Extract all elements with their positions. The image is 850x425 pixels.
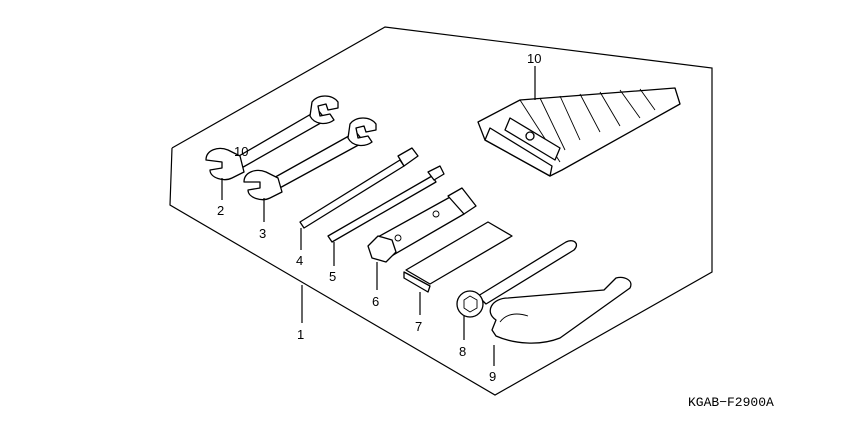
box-spanner-icon — [367, 187, 477, 263]
part-number: 10 — [527, 51, 541, 66]
part-number: 7 — [415, 319, 422, 334]
part-number: 4 — [296, 253, 303, 268]
diagram-code: KGAB−F2900A — [688, 395, 774, 410]
part-number: 8 — [459, 344, 466, 359]
leader-lines — [221, 66, 536, 366]
pin-spanner-icon — [456, 240, 578, 318]
part-number: 6 — [372, 294, 379, 309]
handle-bar-icon — [403, 221, 513, 293]
part-number: 9 — [489, 369, 496, 384]
part-number: 1 — [297, 327, 304, 342]
screwdriver-icon — [327, 165, 445, 243]
tool-bag-icon — [477, 87, 681, 177]
part-number: 3 — [259, 226, 266, 241]
open-end-wrench-icon — [243, 117, 377, 201]
part-number: 5 — [329, 269, 336, 284]
hook-spanner-icon — [489, 276, 632, 344]
screwdriver-icon — [299, 147, 419, 229]
open-end-wrench-icon: 10 — [205, 95, 339, 181]
svg-text:10: 10 — [234, 144, 248, 159]
kit-outline — [169, 26, 713, 396]
part-numbers: 1 2 3 4 5 6 7 8 9 10 — [217, 51, 541, 384]
part-number: 2 — [217, 203, 224, 218]
